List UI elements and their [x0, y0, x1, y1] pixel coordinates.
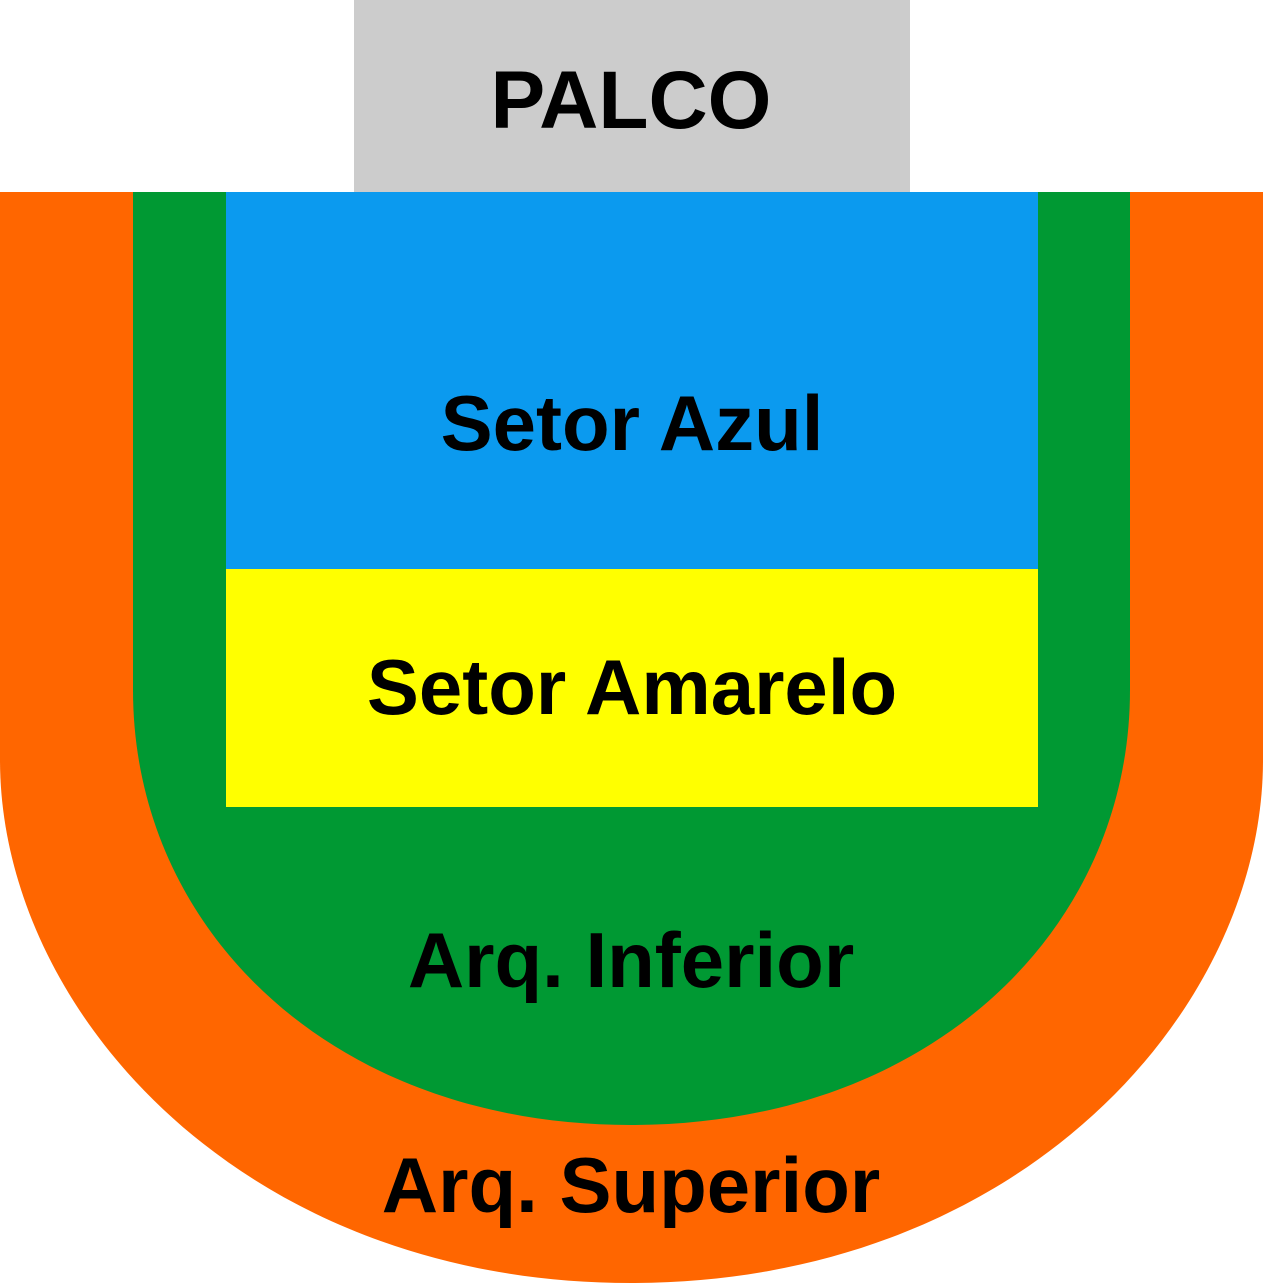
sector-setor-azul[interactable]	[226, 192, 1038, 569]
arq-superior-label: Arq. Superior	[382, 1141, 880, 1229]
arq-inferior-label: Arq. Inferior	[408, 916, 854, 1004]
setor-azul-label: Setor Azul	[441, 379, 824, 467]
stage-area[interactable]	[354, 0, 910, 192]
setor-amarelo-label: Setor Amarelo	[367, 643, 897, 731]
sector-setor-amarelo[interactable]	[226, 569, 1038, 807]
stage-label: PALCO	[491, 55, 772, 146]
